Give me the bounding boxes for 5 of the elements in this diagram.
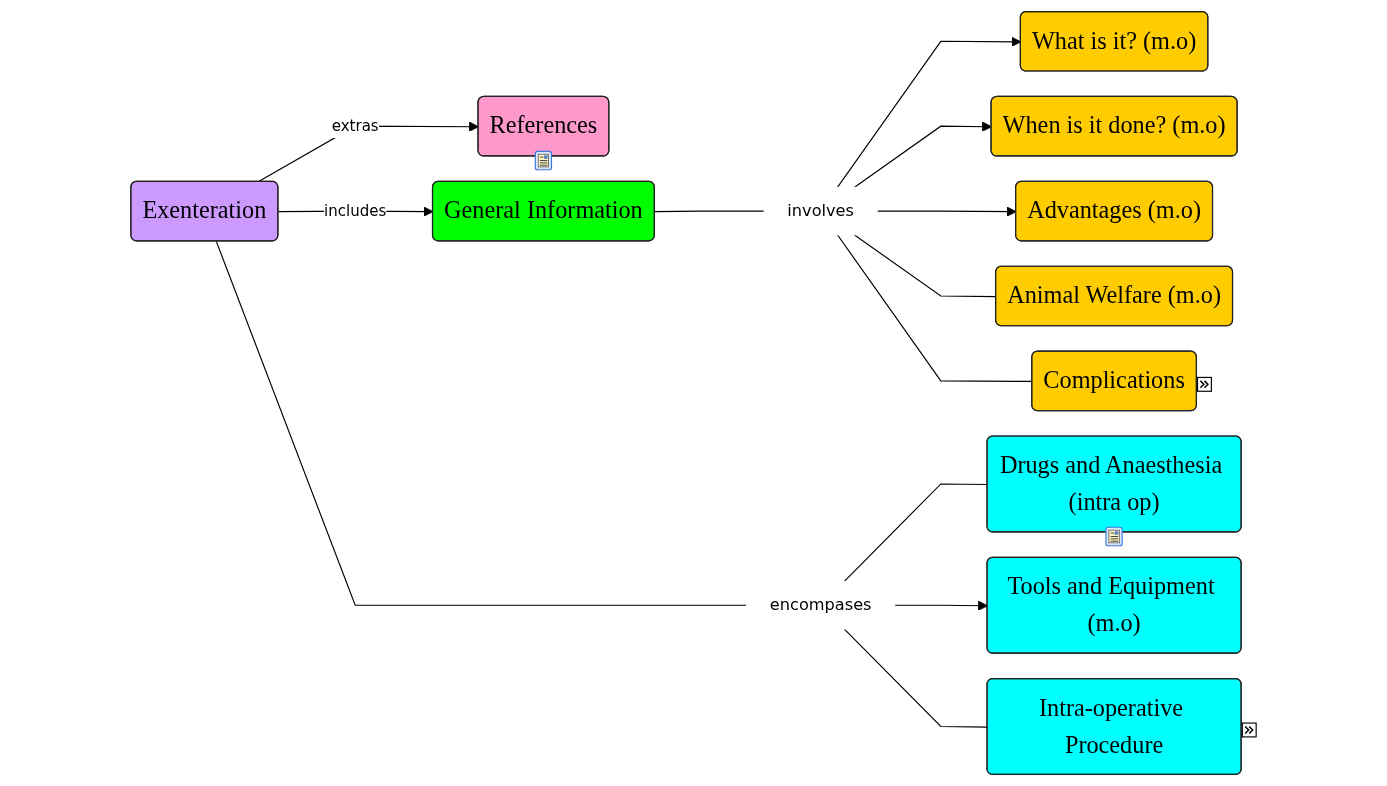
node-text: involves [787,201,854,220]
node-text: encompases [769,595,872,614]
edge-label: includes [324,202,387,220]
edge-label: extras [331,117,379,135]
connector [654,210,765,213]
